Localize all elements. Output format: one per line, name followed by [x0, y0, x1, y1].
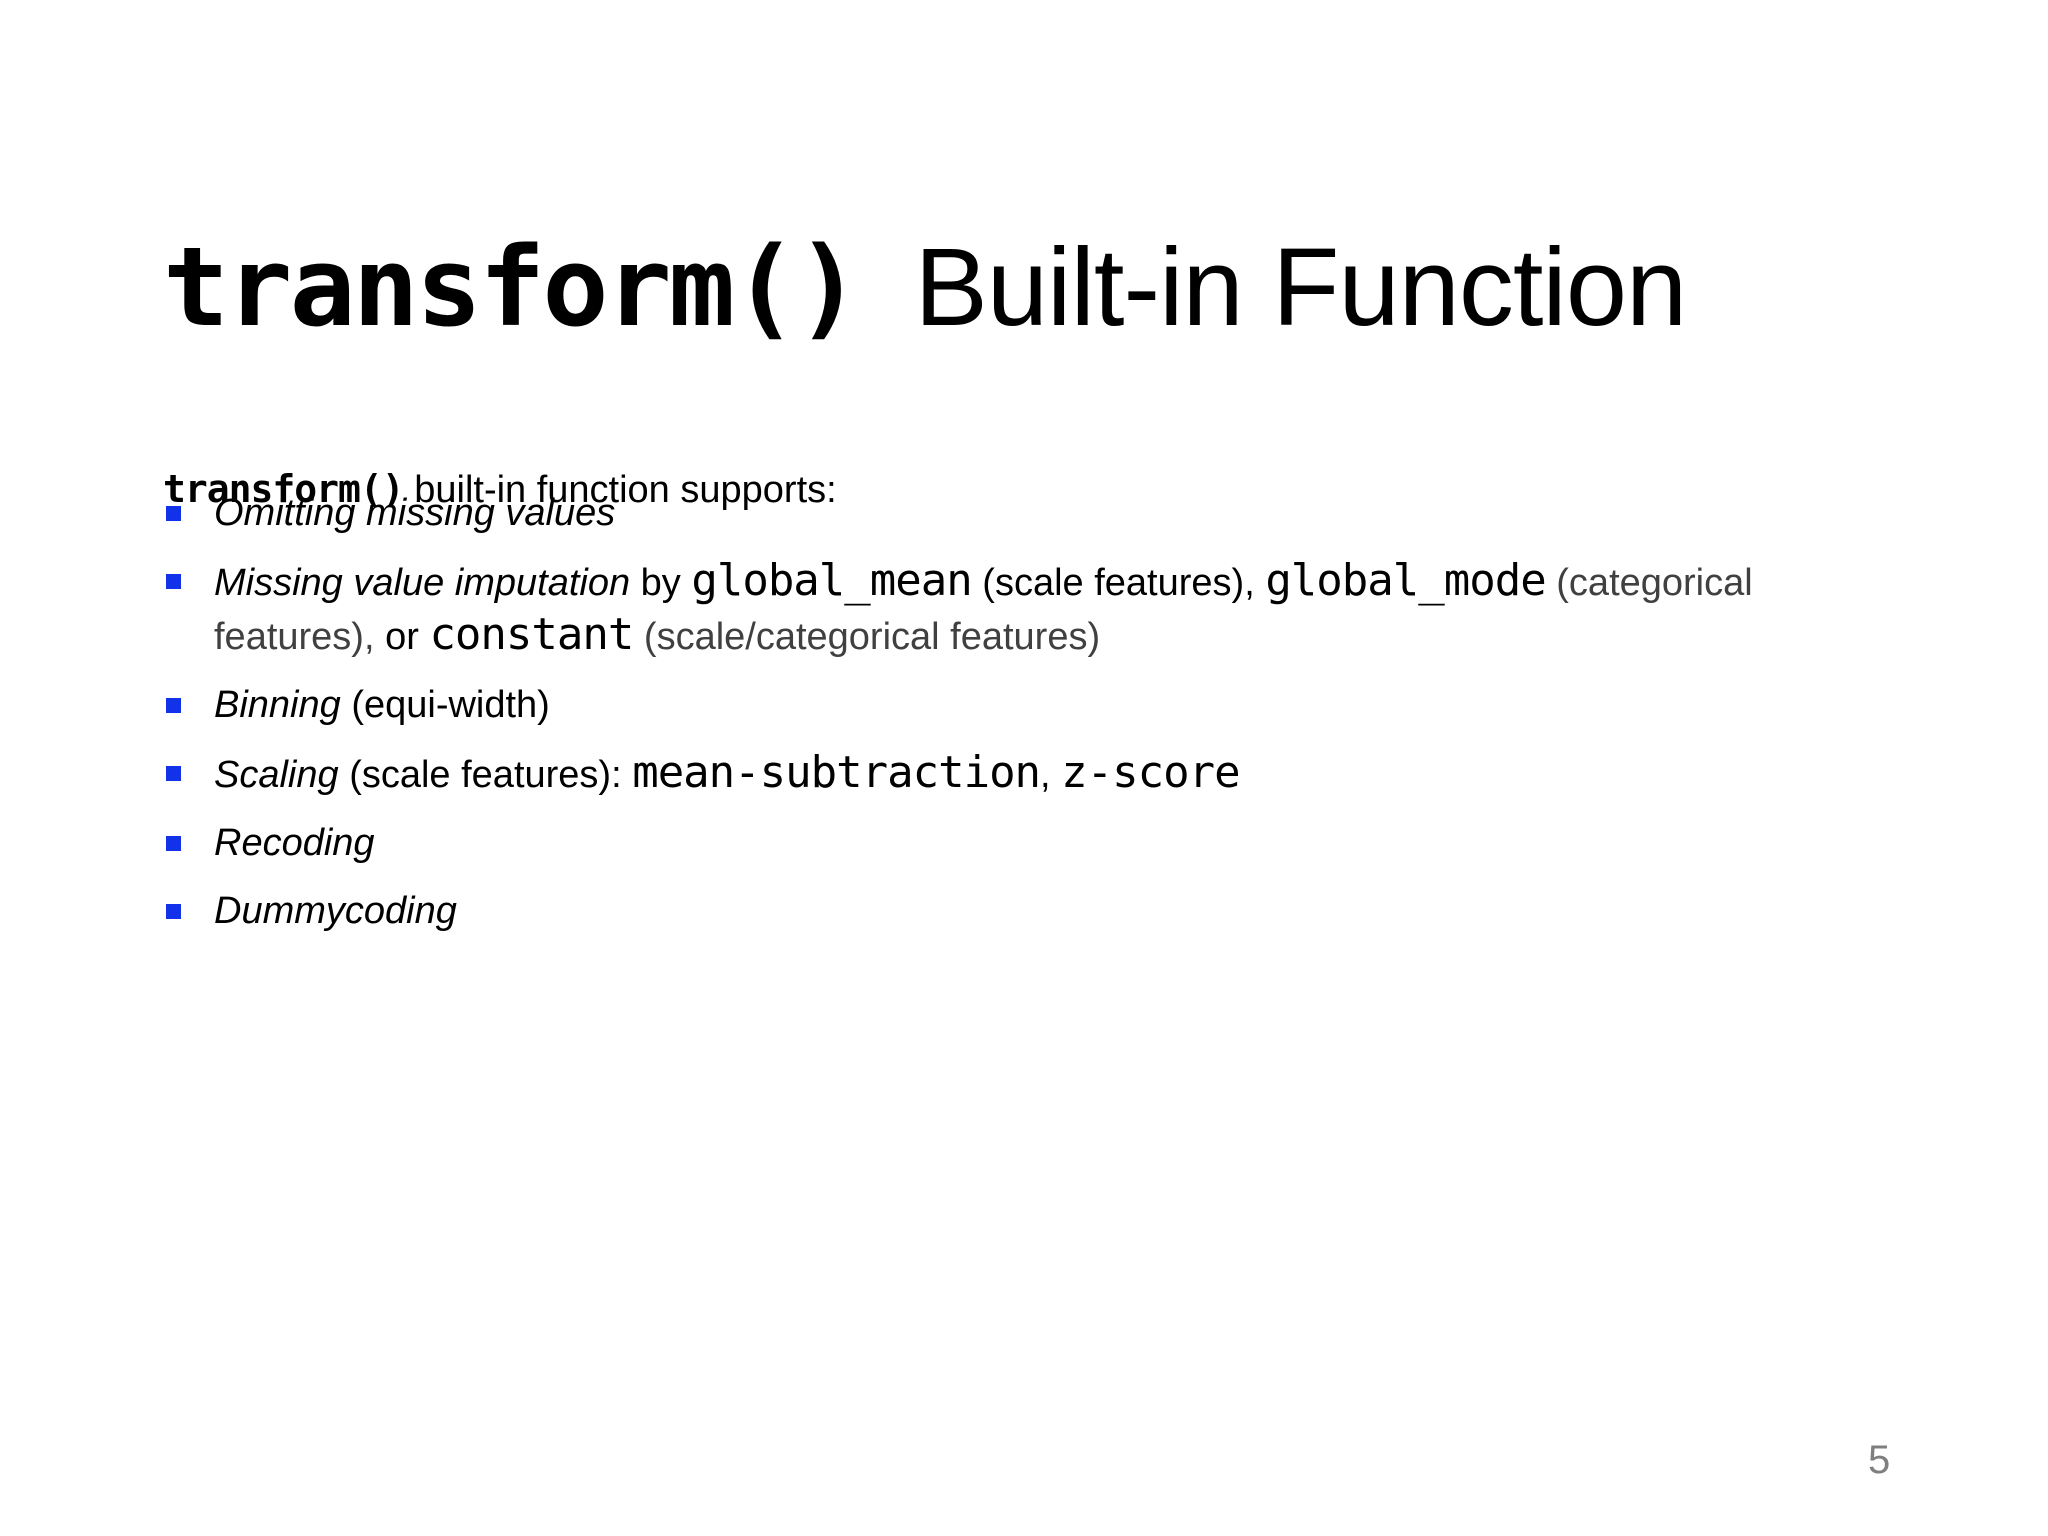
text-segment-mono: global_mode	[1265, 555, 1546, 606]
text-segment-regular: by	[630, 562, 692, 604]
bullet-item: Recoding	[163, 817, 1903, 869]
title-code-text: transform()	[163, 222, 861, 351]
text-segment-italic: Missing value imputation	[214, 562, 631, 604]
bullet-square-icon	[166, 698, 181, 713]
text-segment-regular	[1546, 562, 1557, 604]
text-segment-mono: global_mean	[691, 555, 972, 606]
text-segment-gray: (scale/categorical features)	[643, 616, 1101, 658]
bullet-item: Scaling (scale features): mean-subtracti…	[163, 747, 1903, 801]
bullet-text: Omitting missing values	[214, 487, 1903, 539]
text-segment-regular: (scale features):	[338, 754, 633, 796]
intro-line: transform() built-in function supports:	[163, 463, 837, 516]
text-segment-mono: mean-subtraction	[632, 747, 1041, 798]
bullet-square-icon	[166, 766, 181, 781]
bullet-text: Binning (equi-width)	[214, 679, 1903, 731]
text-segment-gray: (categorical	[1556, 562, 1753, 604]
bullet-text: Scaling (scale features): mean-subtracti…	[214, 747, 1903, 801]
intro-code-text: transform()	[163, 467, 405, 511]
text-segment-italic: Recoding	[214, 822, 375, 864]
text-segment-mono: constant	[429, 609, 634, 660]
bullet-item: Dummycoding	[163, 885, 1903, 937]
text-segment-italic: Binning	[214, 684, 341, 726]
bullet-item: Missing value imputation by global_mean …	[163, 555, 1903, 663]
title-rest-text: Built-in Function	[914, 225, 1687, 349]
intro-rest-text: built-in function supports:	[403, 469, 837, 511]
bullet-item: Omitting missing values	[163, 487, 1903, 539]
text-segment-regular: ,	[1040, 754, 1062, 796]
text-segment-italic: Scaling	[214, 754, 339, 796]
bullet-item: Binning (equi-width)	[163, 679, 1903, 731]
text-segment-mono: z-score	[1061, 747, 1240, 798]
bullet-square-icon	[166, 836, 181, 851]
text-segment-regular: (equi-width)	[340, 684, 550, 726]
text-segment-regular	[633, 616, 644, 658]
text-segment-gray: features),	[214, 616, 375, 658]
text-segment-italic: Omitting missing values	[214, 492, 616, 534]
text-segment-regular: (scale features),	[971, 562, 1266, 604]
text-segment-italic: Dummycoding	[214, 890, 457, 932]
text-segment-regular: or	[374, 616, 430, 658]
bullet-square-icon	[166, 574, 181, 589]
bullet-text: Dummycoding	[214, 885, 1903, 937]
bullet-text: Missing value imputation by global_mean …	[214, 555, 1903, 663]
bullet-text: Recoding	[214, 817, 1903, 869]
bullet-square-icon	[166, 506, 181, 521]
page-number: 5	[1868, 1438, 1891, 1482]
bullet-square-icon	[166, 904, 181, 919]
page-title: transform()Built-in Function	[163, 232, 1687, 343]
